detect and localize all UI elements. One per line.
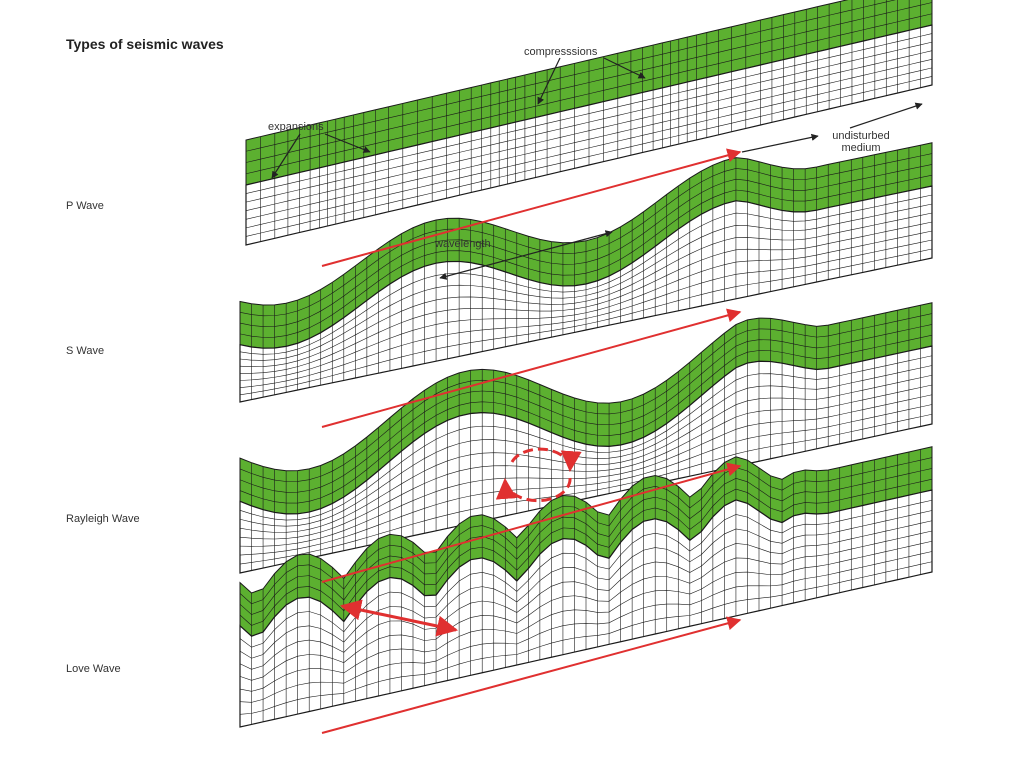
s-front-grid bbox=[239, 194, 933, 355]
expansions-pointer bbox=[271, 133, 301, 179]
love-front-grid bbox=[239, 520, 933, 670]
p-wave-label: P Wave bbox=[66, 200, 104, 212]
s-front-grid bbox=[239, 248, 933, 396]
love-top-grid bbox=[239, 478, 933, 626]
p-top-grid bbox=[245, 2, 933, 163]
s-front-grid bbox=[239, 239, 933, 388]
transverse-motion-arrow-icon bbox=[339, 599, 459, 637]
rayleigh-front-grid bbox=[239, 384, 933, 540]
rayleigh-top-grid bbox=[239, 313, 933, 482]
rayleigh-wave-label: Rayleigh Wave bbox=[66, 513, 140, 525]
s-front-grid bbox=[239, 203, 933, 361]
p-front-grid bbox=[245, 33, 933, 194]
rayleigh-top-grid bbox=[239, 334, 933, 504]
wavelength-label: wavelength bbox=[435, 238, 491, 250]
p-top-grid bbox=[245, 13, 933, 175]
p-front-grid bbox=[245, 50, 933, 212]
rayleigh-propagation-arrow bbox=[321, 462, 742, 583]
p-front-grid bbox=[245, 67, 933, 229]
rayleigh-front-grid bbox=[239, 355, 933, 521]
rayleigh-front-grid bbox=[239, 394, 933, 547]
undisturbed-pointer bbox=[849, 102, 923, 129]
love-propagation-arrow bbox=[321, 616, 742, 734]
rayleigh-top-grid bbox=[239, 324, 933, 493]
p-front-grid bbox=[245, 41, 933, 203]
wavelength-arrow bbox=[439, 230, 613, 280]
love-front-grid bbox=[239, 561, 933, 715]
s-wave-label: S Wave bbox=[66, 345, 105, 357]
expansions-pointer bbox=[324, 133, 371, 153]
rayleigh-front-grid bbox=[239, 365, 933, 527]
p-propagation-arrow bbox=[321, 148, 742, 267]
compressions-pointer bbox=[537, 57, 561, 105]
compressions-label: compresssions bbox=[524, 46, 598, 58]
s-front-grid bbox=[239, 221, 933, 374]
p-top-grid bbox=[245, 0, 896, 152]
s-front-grid bbox=[239, 230, 933, 381]
rayleigh-front-grid bbox=[239, 404, 933, 556]
rayleigh-front-grid bbox=[239, 413, 933, 565]
undisturbed-pointer bbox=[741, 133, 819, 153]
love-wave-label: Love Wave bbox=[66, 663, 121, 675]
love-front-grid bbox=[239, 530, 933, 681]
undisturbed-medium-label: undisturbed medium bbox=[832, 130, 890, 154]
s-front-grid bbox=[239, 212, 933, 368]
p-front-grid bbox=[245, 76, 933, 237]
rayleigh-wave-block bbox=[239, 302, 933, 574]
rayleigh-front-grid bbox=[239, 374, 933, 533]
expansions-label: expansions bbox=[268, 121, 324, 133]
love-wave-block bbox=[239, 446, 933, 728]
love-front-grid bbox=[239, 540, 933, 692]
compressions-pointer bbox=[603, 57, 646, 79]
s-propagation-arrow bbox=[321, 308, 742, 428]
p-wave-block bbox=[245, 0, 933, 246]
particle-motion-circle-icon bbox=[495, 447, 582, 503]
love-front-grid bbox=[239, 551, 933, 703]
love-top-grid bbox=[239, 468, 933, 615]
page-title: Types of seismic waves bbox=[66, 36, 224, 52]
p-front-grid bbox=[245, 58, 933, 220]
